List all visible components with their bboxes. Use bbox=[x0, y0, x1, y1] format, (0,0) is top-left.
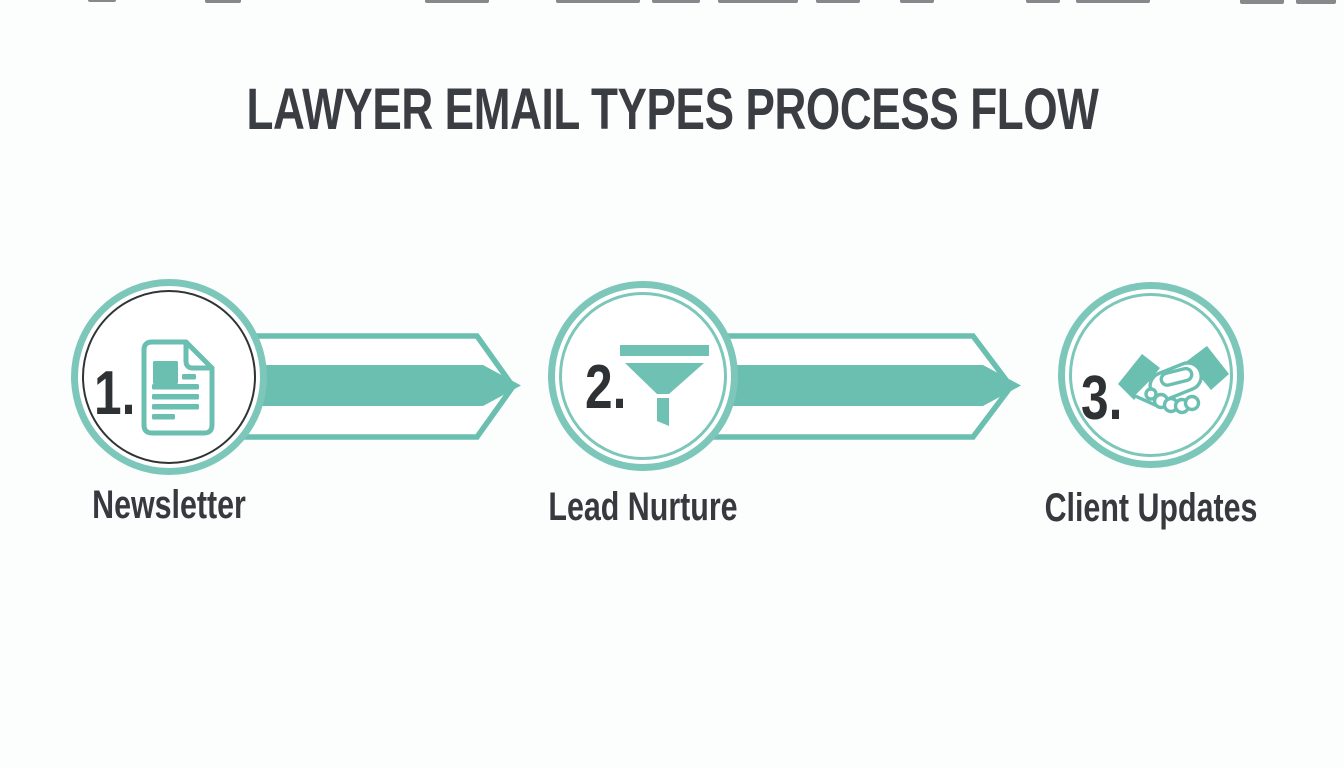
top-crop-artifact-mark bbox=[1026, 0, 1060, 3]
handshake-icon bbox=[1118, 346, 1229, 415]
top-crop-artifact-mark bbox=[425, 0, 489, 3]
top-crop-artifact-mark bbox=[1076, 0, 1150, 3]
step-lead-nurture: 2. Lead Nurture bbox=[548, 281, 738, 527]
page-title: LAWYER EMAIL TYPES PROCESS FLOW bbox=[0, 78, 1344, 142]
top-crop-artifact-mark bbox=[1240, 0, 1284, 4]
step-newsletter: 1. Newsletter bbox=[71, 279, 267, 525]
top-crop-artifact-mark bbox=[88, 0, 116, 2]
lead-funnel-icon bbox=[620, 345, 709, 426]
step-label: Lead Nurture bbox=[548, 485, 738, 529]
step-label: Newsletter bbox=[92, 483, 246, 527]
inner-ring bbox=[1069, 293, 1233, 457]
newsletter-document-icon bbox=[141, 339, 215, 436]
step-circle: 3. bbox=[1058, 282, 1244, 468]
top-crop-artifact-mark bbox=[205, 0, 241, 3]
top-crop-artifacts bbox=[0, 0, 1344, 6]
top-crop-artifact-mark bbox=[1296, 0, 1336, 4]
step-number: 2. bbox=[585, 353, 627, 422]
top-crop-artifact-mark bbox=[718, 0, 798, 3]
inner-ring bbox=[82, 290, 256, 464]
top-crop-artifact-mark bbox=[652, 0, 700, 3]
inner-ring bbox=[559, 292, 727, 460]
top-crop-artifact-mark bbox=[556, 0, 640, 3]
step-number: 1. bbox=[94, 359, 136, 428]
step-label: Client Updates bbox=[1044, 486, 1258, 530]
top-crop-artifact-mark bbox=[900, 0, 934, 3]
page-title-text: LAWYER EMAIL TYPES PROCESS FLOW bbox=[246, 77, 1098, 142]
step-number: 3. bbox=[1081, 364, 1123, 433]
step-client-updates: 3. Client Updates bbox=[1045, 282, 1257, 528]
step-circle: 2. bbox=[548, 281, 738, 471]
top-crop-artifact-mark bbox=[816, 0, 860, 3]
step-circle: 1. bbox=[71, 279, 267, 475]
